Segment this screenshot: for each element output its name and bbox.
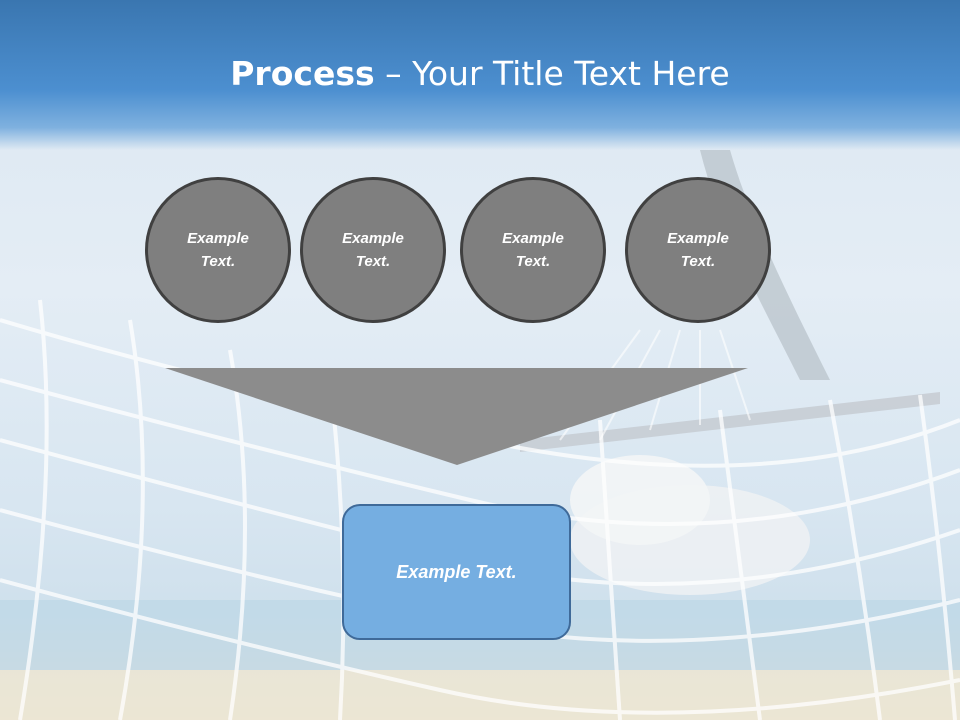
process-step-circle-1[interactable]: Example Text. — [145, 177, 291, 323]
funnel-triangle — [165, 368, 748, 465]
title-bold-part: Process — [230, 54, 375, 93]
title-bar: Process – Your Title Text Here — [0, 0, 960, 150]
process-step-circle-3[interactable]: Example Text. — [460, 177, 606, 323]
slide-title: Process – Your Title Text Here — [0, 52, 960, 96]
step-4-label: Example Text. — [667, 230, 729, 270]
result-label: Example Text. — [396, 561, 517, 582]
step-3-label: Example Text. — [502, 230, 564, 270]
process-step-circle-4[interactable]: Example Text. — [625, 177, 771, 323]
title-rest-part: – Your Title Text Here — [374, 54, 730, 93]
result-box[interactable]: Example Text. — [342, 504, 571, 640]
step-1-label: Example Text. — [187, 230, 249, 270]
process-step-circle-2[interactable]: Example Text. — [300, 177, 446, 323]
step-2-label: Example Text. — [342, 230, 404, 270]
